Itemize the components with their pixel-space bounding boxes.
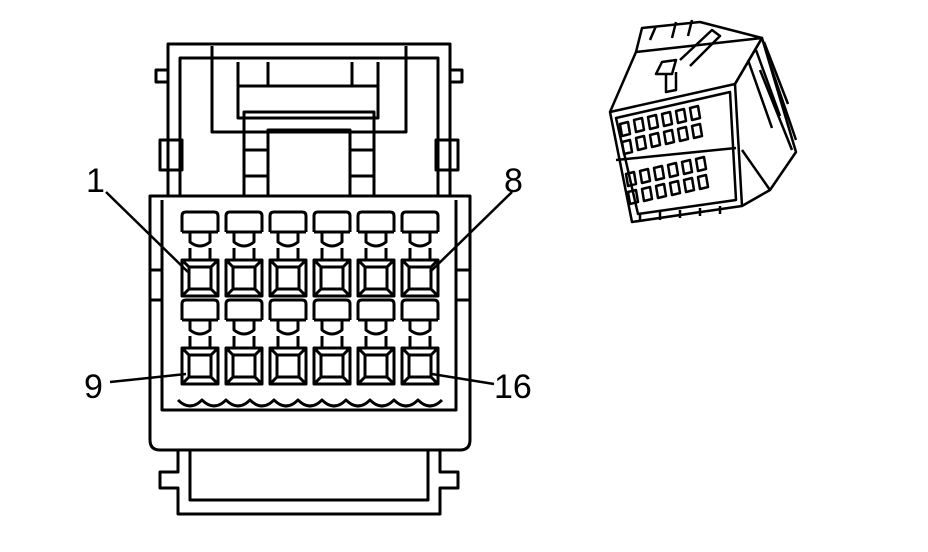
connector-body bbox=[148, 194, 472, 452]
cavity-retainer bbox=[356, 210, 396, 232]
terminal-bevel bbox=[224, 346, 264, 386]
terminal-cavity-6 bbox=[400, 258, 440, 298]
terminal-opening-5 bbox=[363, 265, 389, 291]
terminal-opening-8 bbox=[231, 353, 257, 379]
terminal-cavity-11 bbox=[356, 346, 396, 386]
cavity-neck bbox=[364, 232, 388, 248]
connector-front-view bbox=[148, 42, 472, 516]
terminal-bevel bbox=[224, 258, 264, 298]
pin-label-9: 9 bbox=[84, 368, 103, 406]
latch-housing bbox=[166, 42, 452, 196]
terminal-bevel bbox=[400, 258, 440, 298]
cavity-retainer bbox=[356, 298, 396, 320]
cavity-retainer bbox=[180, 298, 220, 320]
terminal-bevel bbox=[312, 258, 352, 298]
cavity-neck bbox=[364, 320, 388, 336]
terminal-cavity-9 bbox=[268, 346, 308, 386]
pin-label-8: 8 bbox=[504, 162, 523, 200]
cavity-neck bbox=[232, 232, 256, 248]
terminal-cavity-8 bbox=[224, 346, 264, 386]
terminal-opening-12 bbox=[407, 353, 433, 379]
leader-pin-8 bbox=[429, 191, 513, 273]
cavity-neck bbox=[232, 320, 256, 336]
terminal-cavity-grid bbox=[180, 210, 440, 386]
cavity-retainer bbox=[224, 210, 264, 232]
leader-pin-1 bbox=[105, 191, 189, 273]
pin-label-1: 1 bbox=[86, 162, 105, 200]
cavity-neck bbox=[188, 232, 212, 248]
cavity-neck bbox=[276, 232, 300, 248]
bottom-flange bbox=[158, 450, 460, 516]
cavity-retainer bbox=[268, 210, 308, 232]
pin-label-16: 16 bbox=[494, 368, 532, 406]
cavity-retainer bbox=[400, 298, 440, 320]
terminal-cavity-7 bbox=[180, 346, 220, 386]
terminal-opening-1 bbox=[187, 265, 213, 291]
terminal-bevel bbox=[180, 346, 220, 386]
leader-pin-9 bbox=[109, 372, 187, 384]
terminal-bevel bbox=[312, 346, 352, 386]
terminal-cavity-12 bbox=[400, 346, 440, 386]
cavity-neck bbox=[276, 320, 300, 336]
terminal-opening-6 bbox=[407, 265, 433, 291]
terminal-cavity-3 bbox=[268, 258, 308, 298]
cavity-neck bbox=[320, 320, 344, 336]
terminal-cavity-5 bbox=[356, 258, 396, 298]
terminal-opening-9 bbox=[275, 353, 301, 379]
cavity-retainer bbox=[224, 298, 264, 320]
cavity-retainer bbox=[400, 210, 440, 232]
terminal-bevel bbox=[356, 346, 396, 386]
terminal-opening-4 bbox=[319, 265, 345, 291]
cavity-retainer bbox=[312, 210, 352, 232]
terminal-bevel bbox=[356, 258, 396, 298]
cavity-neck bbox=[408, 320, 432, 336]
cavity-neck bbox=[188, 320, 212, 336]
terminal-opening-10 bbox=[319, 353, 345, 379]
terminal-bevel bbox=[400, 346, 440, 386]
cavity-neck bbox=[408, 232, 432, 248]
cavity-neck bbox=[320, 232, 344, 248]
leader-pin-16 bbox=[431, 372, 495, 386]
terminal-cavity-2 bbox=[224, 258, 264, 298]
terminal-cavity-1 bbox=[180, 258, 220, 298]
terminal-cavity-4 bbox=[312, 258, 352, 298]
terminal-cavity-10 bbox=[312, 346, 352, 386]
cavity-retainer bbox=[312, 298, 352, 320]
cavity-retainer bbox=[180, 210, 220, 232]
terminal-opening-7 bbox=[187, 353, 213, 379]
connector-isometric-view bbox=[608, 19, 798, 224]
terminal-bevel bbox=[180, 258, 220, 298]
terminal-bevel bbox=[268, 346, 308, 386]
terminal-opening-3 bbox=[275, 265, 301, 291]
leader-lines bbox=[105, 191, 513, 386]
terminal-opening-2 bbox=[231, 265, 257, 291]
terminal-bevel bbox=[268, 258, 308, 298]
terminal-opening-11 bbox=[363, 353, 389, 379]
cavity-retainer bbox=[268, 298, 308, 320]
